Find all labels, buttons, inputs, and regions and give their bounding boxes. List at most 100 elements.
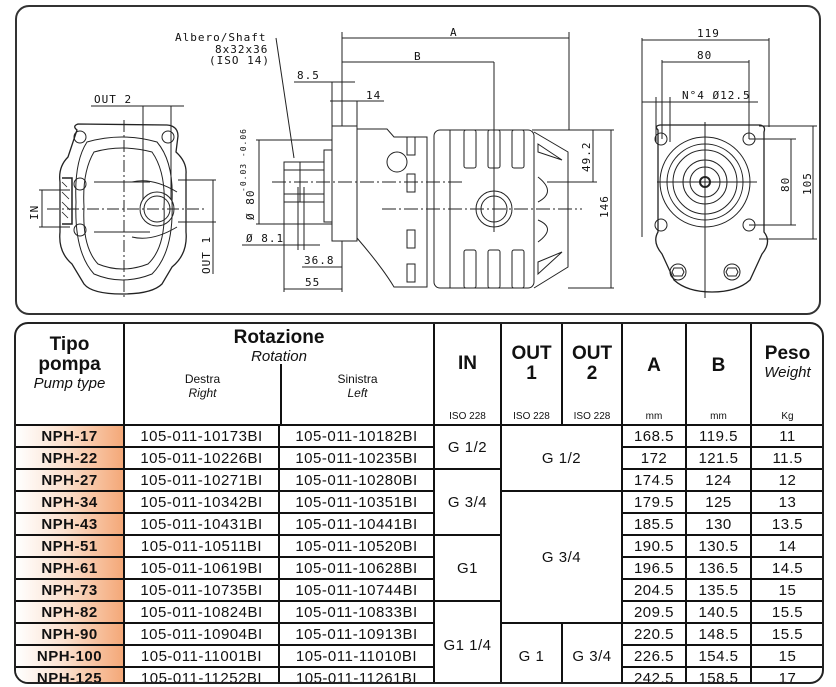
dim-a-cell: 174.5 — [621, 468, 687, 492]
header-b-unit: mm — [710, 411, 727, 422]
pump-type-cell: NPH-22 — [16, 446, 125, 470]
in-port-cell: G 1/2 — [433, 424, 502, 470]
weight-cell: 12 — [750, 468, 822, 492]
dim-105-label: 105 — [801, 172, 814, 195]
pump-type-cell: NPH-61 — [16, 556, 125, 580]
table-row: NPH-125 105-011-11252BI 105-011-11261BI … — [16, 666, 822, 682]
holes-note-label: N°4 Ø12.5 — [682, 89, 751, 102]
weight-cell: 15.5 — [750, 600, 822, 624]
header-weight-unit: Kg — [781, 411, 794, 422]
side-view — [242, 32, 614, 292]
dim-b-cell: 135.5 — [685, 578, 752, 602]
header-type-line1: Tipo — [49, 333, 90, 355]
dim-b-cell: 154.5 — [685, 644, 752, 668]
table-row: NPH-82 105-011-10824BI 105-011-10833BI G… — [16, 600, 822, 682]
right-code-cell: 105-011-10173BI — [123, 424, 280, 448]
left-code-cell: 105-011-10182BI — [278, 424, 435, 448]
in-port-cell: G1 — [433, 534, 502, 602]
dim-b-cell: 136.5 — [685, 556, 752, 580]
table-row: NPH-73 105-011-10735BI 105-011-10744BI 2… — [16, 578, 822, 602]
pump-spec-table: Tipo pompa Pump type Rotazione Rotation … — [16, 324, 822, 682]
table-row: NPH-34 105-011-10342BI 105-011-10351BI G… — [16, 490, 822, 624]
table-row: NPH-17 105-011-10173BI 105-011-10182BI G… — [16, 424, 822, 492]
dim-diam8-1-label: Ø 8.1 — [246, 232, 284, 245]
dim-b-cell: 121.5 — [685, 446, 752, 470]
left-code-cell: 105-011-10520BI — [278, 534, 435, 558]
dim-55-label: 55 — [305, 276, 320, 289]
right-code-cell: 105-011-10904BI — [123, 622, 280, 646]
header-type-line2: pompa — [38, 353, 101, 375]
weight-cell: 15 — [750, 644, 822, 668]
right-code-cell: 105-011-10824BI — [123, 600, 280, 624]
header-weight-label: Peso — [764, 343, 811, 364]
dim-36-8-label: 36.8 — [304, 254, 335, 267]
dim-a-label: A — [450, 26, 458, 39]
pump-type-cell: NPH-100 — [16, 644, 125, 668]
dim-146-label: 146 — [598, 195, 611, 218]
dim-49-2-label: 49.2 — [580, 142, 593, 173]
rear-view — [641, 38, 817, 298]
header-a-unit: mm — [645, 411, 663, 422]
header-right-en: Right — [188, 386, 217, 400]
dim-a-cell: 226.5 — [621, 644, 687, 668]
table-row: NPH-61 105-011-10619BI 105-011-10628BI 1… — [16, 556, 822, 580]
shaft-note-line3: (ISO 14) — [209, 54, 270, 67]
weight-cell: 15.5 — [750, 622, 822, 646]
left-code-cell: 105-011-11010BI — [278, 644, 435, 668]
header-out1-line2: 1 — [526, 363, 537, 384]
left-code-cell: 105-011-10280BI — [278, 468, 435, 492]
dim-a-cell: 209.5 — [621, 600, 687, 624]
weight-cell: 11.5 — [750, 446, 822, 470]
out-port-cell: G 3/4 — [500, 490, 623, 624]
dim-14-label: 14 — [366, 89, 381, 102]
shaft-note-line2: 8x32x36 — [215, 43, 268, 56]
out1-label: OUT 1 — [200, 236, 213, 274]
dim-a-cell: 190.5 — [621, 534, 687, 558]
header-pump-type: Tipo pompa Pump type — [16, 324, 125, 425]
dim-diam80-tolerance: -0.03 -0.06 — [239, 128, 248, 192]
out-port-cell: G 1/2 — [500, 424, 623, 492]
header-right: Destra Right — [125, 372, 280, 400]
header-out1-line1: OUT — [511, 343, 552, 364]
pump-type-cell: NPH-34 — [16, 490, 125, 514]
left-code-cell: 105-011-10351BI — [278, 490, 435, 514]
dim-a-cell: 196.5 — [621, 556, 687, 580]
weight-cell: 14 — [750, 534, 822, 558]
header-right-label: Destra — [184, 372, 221, 386]
header-in-label: IN — [458, 353, 477, 374]
table-row: NPH-43 105-011-10431BI 105-011-10441BI 1… — [16, 512, 822, 536]
left-code-cell: 105-011-11261BI — [278, 666, 435, 682]
header-rotation-title: Rotazione — [233, 327, 325, 348]
table-row: NPH-90 105-011-10904BI 105-011-10913BI G… — [16, 622, 822, 682]
weight-cell: 14.5 — [750, 556, 822, 580]
right-code-cell: 105-011-10619BI — [123, 556, 280, 580]
out2-label: OUT 2 — [94, 93, 132, 106]
left-code-cell: 105-011-10628BI — [278, 556, 435, 580]
right-code-cell: 105-011-10226BI — [123, 446, 280, 470]
header-left-en: Left — [347, 386, 368, 400]
dim-b-cell: 140.5 — [685, 600, 752, 624]
pump-spec-table-container: Tipo pompa Pump type Rotazione Rotation … — [14, 322, 824, 684]
header-left-label: Sinistra — [337, 372, 378, 386]
header-left: Sinistra Left — [282, 372, 433, 400]
right-code-cell: 105-011-11252BI — [123, 666, 280, 682]
dim-80-top-label: 80 — [697, 49, 712, 62]
header-out2-line2: 2 — [586, 363, 598, 384]
pump-type-cell: NPH-90 — [16, 622, 125, 646]
technical-drawing: OUT 2 IN OUT 1 — [28, 26, 817, 298]
right-code-cell: 105-011-10431BI — [123, 512, 280, 536]
pump-type-cell: NPH-17 — [16, 424, 125, 448]
dim-80-side-label: 80 — [779, 177, 792, 192]
right-code-cell: 105-011-10271BI — [123, 468, 280, 492]
pump-type-cell: NPH-125 — [16, 666, 125, 682]
dim-a-cell: 242.5 — [621, 666, 687, 682]
left-code-cell: 105-011-10441BI — [278, 512, 435, 536]
dim-b-cell: 119.5 — [685, 424, 752, 448]
dim-b-cell: 130 — [685, 512, 752, 536]
